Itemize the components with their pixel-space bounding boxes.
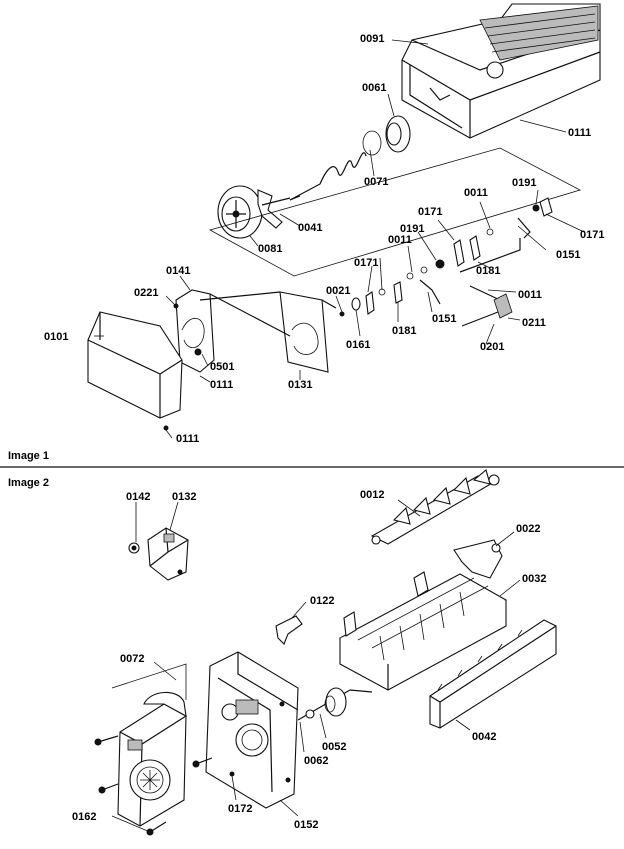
panel-2-leaders (111, 499, 521, 833)
label-0012: 0012 (360, 489, 384, 501)
label-0142: 0142 (126, 491, 150, 503)
label-0011-low: 0011 (518, 289, 542, 301)
label-0181-right: 0181 (476, 265, 500, 277)
label-0181-low: 0181 (392, 325, 416, 337)
label-0021: 0021 (326, 285, 350, 297)
ice-bucket (401, 3, 601, 139)
heater-tray-0042 (429, 619, 557, 729)
label-0052: 0052 (322, 741, 346, 753)
label-0191-right: 0191 (512, 177, 536, 189)
label-0011-mid: 0011 (388, 234, 412, 246)
auger-bearing (362, 115, 411, 156)
auger-wheel (217, 185, 291, 239)
label-0022: 0022 (516, 523, 540, 535)
panel-2-caption: Image 2 (8, 477, 49, 489)
drive-shaft (297, 687, 373, 721)
panel-1-caption: Image 1 (8, 450, 49, 462)
label-0132: 0132 (172, 491, 196, 503)
label-0061: 0061 (362, 82, 386, 94)
label-0111-bottom: 0111 (176, 433, 199, 445)
panel-1-leaders (94, 39, 585, 439)
label-0171-left: 0171 (354, 257, 378, 269)
motor-group-outline (111, 663, 187, 700)
label-0011-top: 0011 (464, 187, 488, 199)
label-0152: 0152 (294, 819, 318, 831)
motor-assembly-0072 (117, 691, 187, 827)
bearing-0022 (453, 539, 503, 579)
label-0221: 0221 (134, 287, 158, 299)
label-0171-mid: 0171 (418, 206, 442, 218)
ejector-0012 (370, 469, 500, 545)
label-0201: 0201 (480, 341, 504, 353)
clip-0122 (275, 615, 303, 645)
label-0161: 0161 (346, 339, 370, 351)
label-0101: 0101 (44, 331, 68, 343)
label-0172: 0172 (228, 803, 252, 815)
label-0032: 0032 (522, 573, 546, 585)
crusher-hardware (339, 197, 553, 327)
label-0111-cover: 0111 (210, 379, 233, 391)
label-0191-mid: 0191 (400, 223, 424, 235)
label-0071: 0071 (364, 176, 388, 188)
panel-1-labels: 0091 0061 0111 0071 0041 0081 0011 0191 … (44, 33, 604, 445)
label-0501: 0501 (210, 361, 234, 373)
label-0111-bucket: 0111 (568, 127, 591, 139)
panel-2-screws (94, 735, 235, 836)
label-0091: 0091 (360, 33, 384, 45)
label-0131: 0131 (288, 379, 312, 391)
label-0062: 0062 (304, 755, 328, 767)
housing-plate (279, 291, 337, 373)
label-0141: 0141 (166, 265, 190, 277)
label-0072: 0072 (120, 653, 144, 665)
label-0041: 0041 (298, 222, 322, 234)
screw-0111-bottom (163, 425, 169, 431)
ice-mold-0032 (338, 571, 508, 691)
motor-cover (87, 311, 183, 419)
control-housing (205, 651, 299, 809)
label-0081: 0081 (258, 243, 282, 255)
auger-spring (289, 152, 367, 201)
label-0211: 0211 (522, 317, 546, 329)
label-0122: 0122 (310, 595, 334, 607)
panel-2: Image 2 (8, 469, 557, 836)
panel-1: 0091 0061 0111 0071 0041 0081 0011 0191 … (8, 3, 604, 462)
auger-group-outline (208, 147, 582, 277)
label-0042: 0042 (472, 731, 496, 743)
label-0151-low: 0151 (432, 313, 456, 325)
bracket-0132 (128, 527, 189, 581)
label-0171-right: 0171 (580, 229, 604, 241)
label-0151-right: 0151 (556, 249, 580, 261)
label-0162: 0162 (72, 811, 96, 823)
motor-housing (175, 289, 291, 373)
panel-2-labels: 0142 0132 0012 0022 0032 0122 0072 0052 … (72, 489, 546, 831)
